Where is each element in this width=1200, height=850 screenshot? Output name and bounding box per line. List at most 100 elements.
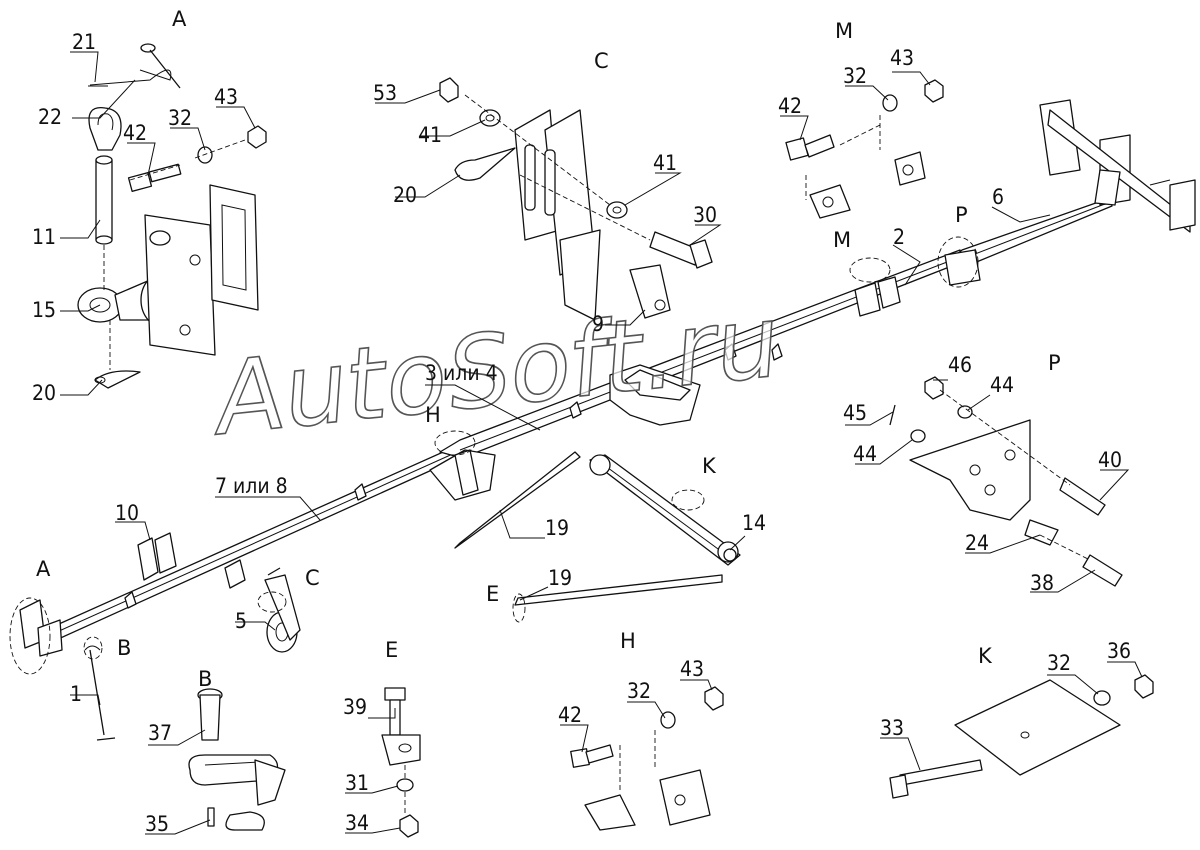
part-label-20-b: 20 — [393, 183, 417, 207]
part-label-32-a: 32 — [168, 106, 192, 130]
flange-plate — [144, 214, 216, 356]
part-label-22: 22 — [38, 105, 62, 129]
washer-32c — [660, 711, 676, 729]
section-letter-p-frame: P — [955, 203, 968, 227]
nut-43b — [924, 79, 944, 103]
part-label-41-a: 41 — [418, 123, 442, 147]
cable-22 — [89, 69, 172, 86]
plate-k — [954, 679, 1121, 776]
part-label-46: 46 — [948, 353, 972, 377]
callout-p — [937, 236, 979, 288]
leader-lines — [60, 51, 1143, 835]
nut-43c — [704, 686, 724, 711]
cross-beam-k-hub-1 — [589, 454, 611, 476]
part-label-44-b: 44 — [853, 442, 877, 466]
section-letter-e-bottom: E — [385, 638, 398, 662]
bracket-h-part-2 — [659, 769, 711, 826]
washer-44b — [910, 429, 926, 443]
bracket-m-part-1 — [809, 184, 851, 219]
part-label-7-or-8: 7 или 8 — [215, 474, 288, 498]
part-label-10: 10 — [115, 501, 139, 525]
detail-a — [77, 43, 267, 389]
cotter-20a — [94, 370, 141, 389]
detail-b — [188, 688, 286, 831]
part-label-15: 15 — [32, 298, 56, 322]
detail-callouts — [9, 236, 979, 675]
bushing-24 — [1024, 519, 1059, 546]
callout-b — [83, 636, 103, 660]
callout-h — [434, 430, 476, 456]
section-letter-h-frame: H — [425, 403, 441, 427]
part-label-43-a: 43 — [214, 85, 238, 109]
section-letter-k-bottom: K — [978, 644, 993, 668]
part-label-40: 40 — [1098, 448, 1122, 472]
bracket-m-2 — [877, 276, 901, 309]
callout-m — [849, 257, 891, 283]
pin-35 — [207, 807, 215, 827]
part-label-53: 53 — [373, 81, 397, 105]
part-label-3-or-4: 3 или 4 — [425, 361, 498, 385]
bracket-9 — [629, 264, 671, 319]
part-label-5: 5 — [235, 609, 247, 633]
bracket-m-1 — [854, 282, 881, 317]
part-label-30: 30 — [693, 203, 717, 227]
nut-43a — [247, 125, 267, 149]
washer-32a — [197, 146, 213, 164]
clamp-10-a — [137, 537, 159, 581]
central-bracket-top — [624, 369, 691, 401]
part-label-19-b: 19 — [548, 566, 572, 590]
callout-a — [9, 597, 51, 675]
washer-31 — [396, 778, 414, 792]
detail-m — [785, 79, 944, 219]
part-label-31: 31 — [345, 771, 369, 795]
part-label-42-b: 42 — [778, 94, 802, 118]
wheel-5-fork — [264, 574, 301, 641]
section-letter-a-top: A — [172, 7, 187, 31]
plate-e — [381, 734, 421, 766]
part-label-35: 35 — [145, 812, 169, 836]
part-label-21: 21 — [72, 30, 96, 54]
detail-k — [889, 674, 1154, 799]
tow-head-brace — [1094, 169, 1121, 206]
tow-head-bar — [1047, 109, 1191, 233]
part-label-9: 9 — [592, 312, 604, 336]
cotter-20b — [454, 147, 516, 181]
nut-53 — [439, 77, 459, 103]
bolt-42a — [127, 172, 153, 192]
frame-plate — [209, 184, 259, 311]
part-label-32-b: 32 — [843, 64, 867, 88]
nut-46 — [924, 376, 944, 400]
callout-c — [257, 591, 287, 613]
tow-head-plate-3 — [1169, 179, 1196, 231]
bracket-c-leg — [559, 229, 601, 321]
part-label-32-d: 32 — [1047, 651, 1071, 675]
pin-11 — [95, 159, 113, 241]
section-letter-a-frame: A — [36, 557, 51, 581]
part-label-34: 34 — [345, 811, 369, 835]
section-letter-b-frame: B — [117, 636, 131, 660]
part-label-43-b: 43 — [890, 46, 914, 70]
section-letter-k-frame: K — [702, 454, 717, 478]
part-label-42-c: 42 — [558, 703, 582, 727]
clamp-10-b — [154, 532, 177, 574]
part-label-2: 2 — [893, 225, 905, 249]
section-letter-m-top: M — [835, 19, 853, 43]
bracket-h-part-1 — [584, 794, 636, 831]
bolt-33 — [899, 759, 983, 786]
pin-38 — [1082, 554, 1123, 587]
pin-40 — [1059, 477, 1106, 516]
part-label-11: 11 — [32, 225, 56, 249]
bracket-h-plate — [454, 449, 479, 496]
nut-36 — [1134, 674, 1154, 699]
part-label-41-b: 41 — [653, 151, 677, 175]
part-label-19-a: 19 — [545, 516, 569, 540]
callout-k — [671, 489, 705, 511]
section-letter-h-bottom: H — [620, 629, 636, 653]
part-labels: 21 22 42 32 43 11 15 20 53 41 20 41 30 9… — [32, 30, 1131, 836]
washer-41a — [479, 109, 501, 127]
pin-45 — [889, 404, 896, 426]
section-letters: A C M P B E H K A B C H K M P E — [36, 7, 1061, 691]
section-letter-c-top: C — [594, 49, 609, 73]
